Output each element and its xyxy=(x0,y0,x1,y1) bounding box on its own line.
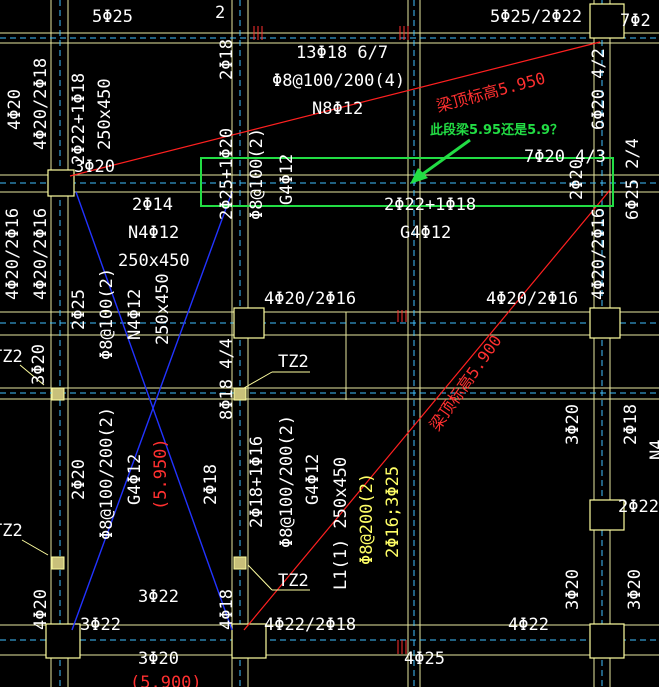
label-left-a: 4Φ20 xyxy=(5,89,25,130)
blue-diagonals xyxy=(71,191,233,631)
label-left-b: 4Φ20/2Φ18 xyxy=(31,58,51,150)
columns xyxy=(45,3,625,659)
label-bottom-red: (5.900) xyxy=(130,673,202,687)
label-c5: 8Φ18 4/4 xyxy=(217,338,237,420)
label-hl-c: G4Φ12 xyxy=(277,154,297,205)
column xyxy=(589,623,625,659)
elevation-top: 梁顶标高5.950 xyxy=(434,68,547,115)
label-r5: 4Φ20/2Φ16 xyxy=(31,208,51,300)
label-c3: N4Φ12 xyxy=(125,289,145,340)
leaders xyxy=(19,364,310,591)
label-lb3: G4Φ12 xyxy=(125,454,145,505)
label-g3: 250x450 xyxy=(118,251,190,271)
label-top-right: 7Φ2 xyxy=(620,11,651,31)
column xyxy=(589,3,625,39)
label-bot2: 3Φ20 xyxy=(138,649,179,669)
label-hl-e: G4Φ12 xyxy=(400,223,451,243)
label-r1: 6Φ20 4/2 xyxy=(589,48,609,130)
label-ctr3: G4Φ12 xyxy=(303,454,323,505)
label-g2: N4Φ12 xyxy=(128,223,179,243)
label-hl-f: 7Φ20 4/3 xyxy=(524,147,606,167)
label-mid-a: 13Φ18 6/7 xyxy=(296,43,388,63)
label-L1b: Φ8@200(2) xyxy=(357,473,377,565)
elevation-diagonal: 梁顶标高5.900 xyxy=(426,332,506,435)
label-r3: 4Φ20/2Φ16 xyxy=(589,208,609,300)
column xyxy=(45,623,81,659)
label-rc2: 2Φ18 xyxy=(621,404,641,445)
highlight-box xyxy=(200,138,614,207)
label-r4: 4Φ20/2Φ16 xyxy=(3,208,23,300)
column xyxy=(47,169,75,197)
label-tz-right-bot: TZ2 xyxy=(278,571,309,591)
label-rc5: 2Φ22 xyxy=(618,497,659,517)
label-hl-g: 2Φ20 xyxy=(567,159,587,200)
label-v2-18: 2Φ18 xyxy=(217,39,237,80)
label-left-e: 3Φ20 xyxy=(74,157,115,177)
label-L1c: 2Φ16;3Φ25 xyxy=(383,466,403,558)
vertical-labels: 4Φ20 4Φ20/2Φ18 2Φ22+1Φ18 250x450 3Φ20 2Φ… xyxy=(3,39,659,630)
red-elevation-lines xyxy=(69,41,611,631)
label-left-e2: 3Φ20 xyxy=(29,344,49,385)
label-lb7: 3Φ22 xyxy=(80,615,121,635)
label-c4: 250x450 xyxy=(153,273,173,345)
label-lb6: 4Φ20 xyxy=(31,589,51,630)
label-top-center: 5Φ25/2Φ22 xyxy=(490,7,582,27)
label-tz-left-top: TZ2 xyxy=(0,347,23,367)
label-bot3: 4Φ25 xyxy=(404,649,445,669)
column xyxy=(233,307,265,339)
label-rc1: 3Φ20 xyxy=(563,404,583,445)
label-c2: Φ8@100(2) xyxy=(97,268,117,360)
text-labels: 5Φ25 2 5Φ25/2Φ22 7Φ2 13Φ18 6/7 Φ8@100/20… xyxy=(0,3,659,687)
question-annotation: 此段梁5.95还是5.9？ xyxy=(430,122,563,138)
column xyxy=(231,623,267,659)
label-hl-b: Φ8@100(2) xyxy=(247,128,267,220)
label-lb1: 2Φ20 xyxy=(69,459,89,500)
label-rc3: 3Φ20 xyxy=(563,569,583,610)
label-mid-c: N8Φ12 xyxy=(312,99,363,119)
label-hl-a: 2Φ25+1Φ20 xyxy=(217,128,237,220)
label-tz-right-top: TZ2 xyxy=(278,352,309,372)
label-rc6: 3Φ20 xyxy=(625,569,645,610)
label-row-mid-l: 4Φ20/2Φ16 xyxy=(264,289,356,309)
label-left-red: (5.950) xyxy=(151,438,171,510)
label-g1: 2Φ14 xyxy=(132,195,173,215)
label-rc7: N4 xyxy=(647,440,659,460)
label-bot1: 4Φ22/2Φ18 xyxy=(264,615,356,635)
column xyxy=(589,307,621,339)
column xyxy=(589,499,625,531)
label-left-d: 250x450 xyxy=(95,78,115,150)
label-row-mid-r: 4Φ20/2Φ16 xyxy=(486,289,578,309)
label-lb5: 3Φ22 xyxy=(138,587,179,607)
label-L1a: L1(1) 250x450 xyxy=(331,457,351,590)
rebar-ticks xyxy=(253,26,409,654)
label-mid-b: Φ8@100/200(4) xyxy=(272,71,405,91)
label-c1: 2Φ25 xyxy=(69,289,89,330)
label-ctr2: Φ8@100/200(2) xyxy=(277,415,297,548)
label-left-c: 2Φ22+1Φ18 xyxy=(69,73,89,165)
label-lb8: 4Φ18 xyxy=(217,589,237,630)
label-top-2: 2 xyxy=(215,3,225,23)
label-ctr1: 2Φ18+1Φ16 xyxy=(247,436,267,528)
label-r2: 6Φ25 2/4 xyxy=(623,138,643,220)
label-hl-d: 2Φ22+1Φ18 xyxy=(384,195,476,215)
label-top-left: 5Φ25 xyxy=(92,7,133,27)
label-lb4: 2Φ18 xyxy=(201,464,221,505)
tz-columns xyxy=(51,387,247,570)
label-lb2: Φ8@100/200(2) xyxy=(97,407,117,540)
label-tz-left-bot: TZ2 xyxy=(0,521,23,541)
label-rc4: 4Φ22 xyxy=(508,615,549,635)
